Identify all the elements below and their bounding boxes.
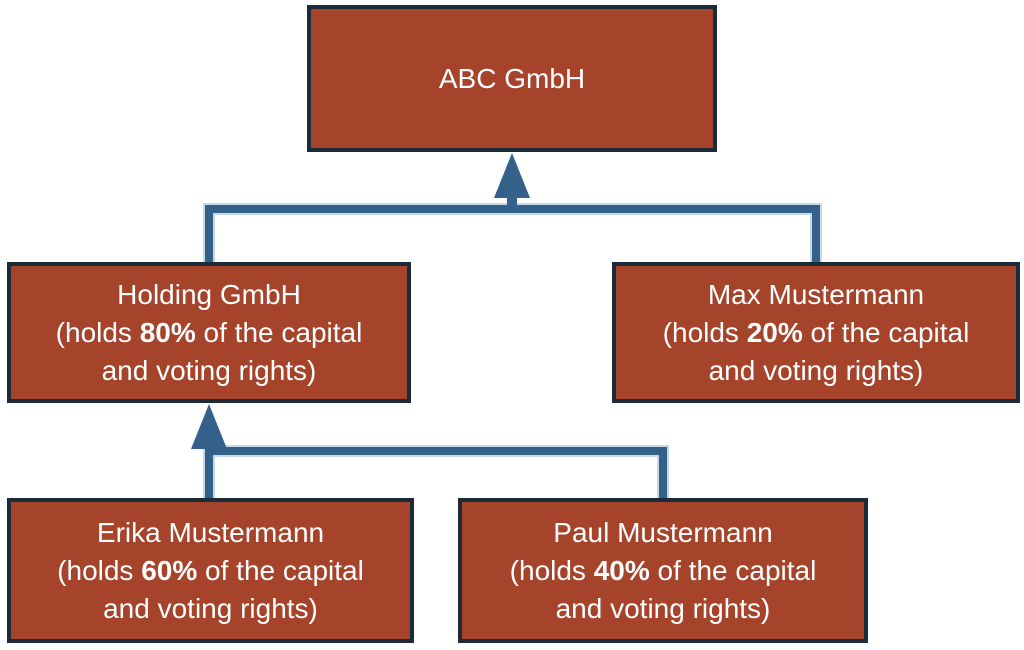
node-rights-line: and voting rights) bbox=[708, 354, 924, 386]
node-rights-line: and voting rights) bbox=[101, 354, 317, 386]
node-title: ABC GmbH bbox=[438, 62, 586, 94]
node-holding-gmbh: Holding GmbH (holds 80% of the capital a… bbox=[7, 262, 411, 403]
node-title: Erika Mustermann bbox=[96, 516, 325, 548]
node-erika-mustermann: Erika Mustermann (holds 60% of the capit… bbox=[7, 498, 414, 643]
arrow-up-icon bbox=[494, 153, 530, 198]
percent-value: 60% bbox=[141, 554, 198, 586]
node-title: Holding GmbH bbox=[117, 278, 301, 310]
percent-value: 20% bbox=[746, 316, 803, 348]
node-rights-line: and voting rights) bbox=[103, 592, 318, 624]
connector-owners-to-abc-halo bbox=[203, 203, 822, 263]
node-abc-gmbh: ABC GmbH bbox=[307, 5, 717, 152]
connector-owners-to-holding bbox=[205, 447, 667, 498]
node-rights-line: and voting rights) bbox=[555, 592, 771, 624]
percent-value: 40% bbox=[593, 554, 650, 586]
node-holding-line: (holds 80% of the capital bbox=[55, 316, 363, 348]
percent-value: 80% bbox=[139, 316, 196, 348]
connector-owners-to-abc bbox=[205, 205, 820, 263]
node-holding-line: (holds 40% of the capital bbox=[509, 554, 817, 586]
node-paul-mustermann: Paul Mustermann (holds 40% of the capita… bbox=[458, 498, 868, 643]
node-holding-line: (holds 60% of the capital bbox=[57, 554, 364, 586]
node-holding-line: (holds 20% of the capital bbox=[662, 316, 970, 348]
connector-owners-to-holding-halo bbox=[203, 445, 669, 498]
node-title: Paul Mustermann bbox=[553, 516, 773, 548]
node-title: Max Mustermann bbox=[707, 278, 925, 310]
node-max-mustermann: Max Mustermann (holds 20% of the capital… bbox=[612, 262, 1020, 403]
arrow-up-icon bbox=[191, 404, 227, 449]
